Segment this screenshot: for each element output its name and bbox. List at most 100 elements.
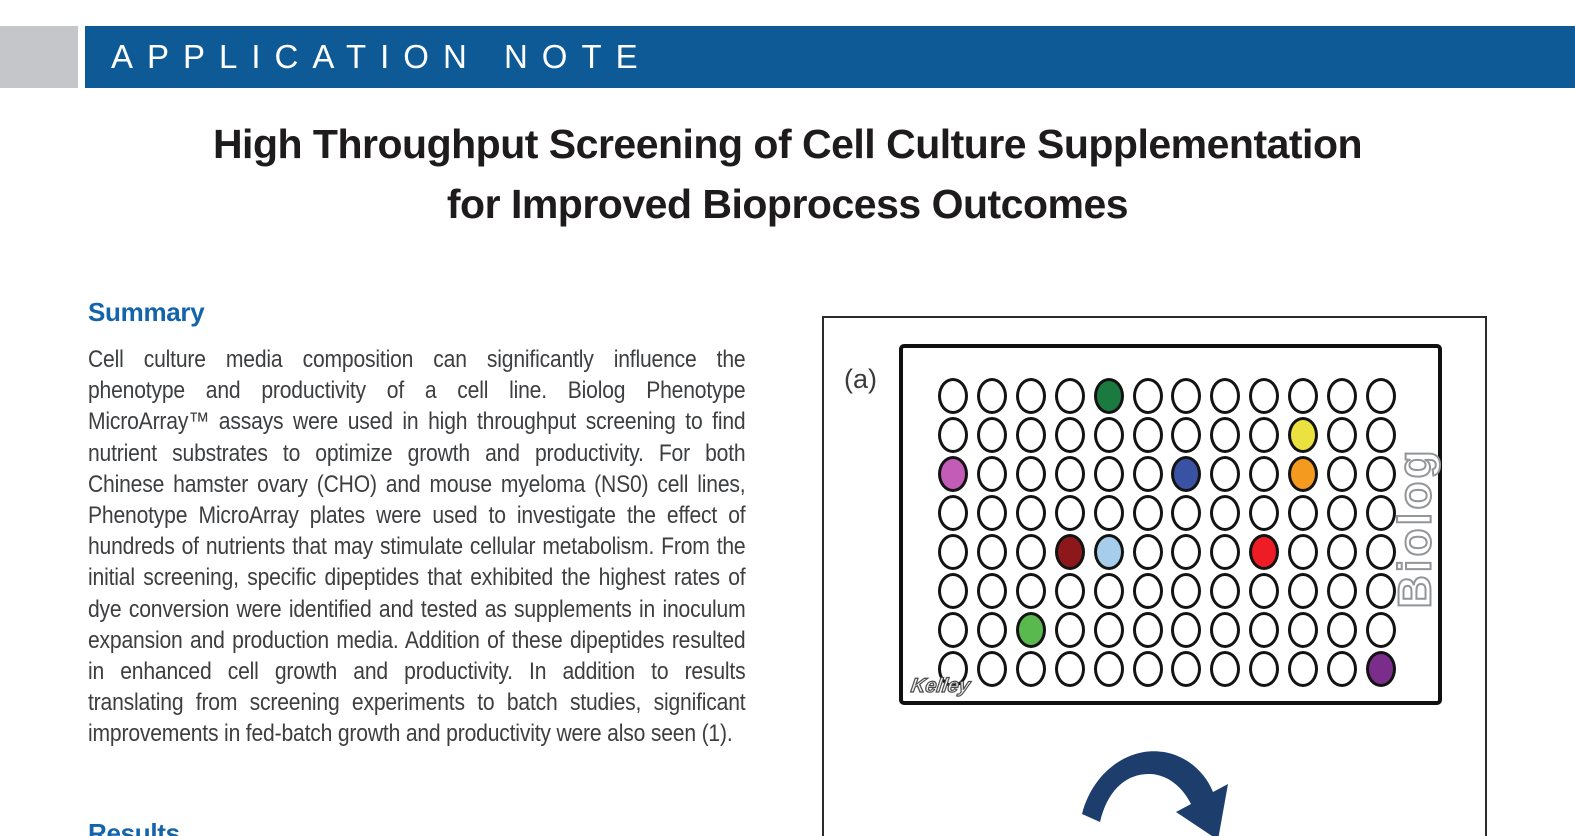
- plate-well: [1288, 651, 1319, 687]
- plate-well: [1132, 495, 1163, 531]
- page-title-line2: for Improved Bioprocess Outcomes: [446, 181, 1129, 227]
- plate-well: [1171, 651, 1202, 687]
- summary-heading: Summary: [88, 296, 205, 327]
- plate-well: [1365, 534, 1396, 570]
- curved-arrow-icon: [1082, 751, 1228, 836]
- page-title-line1: High Throughput Screening of Cell Cultur…: [212, 121, 1363, 167]
- plate-well: [1288, 417, 1319, 453]
- plate-well: [1093, 573, 1124, 609]
- plate-well: [1015, 573, 1046, 609]
- plate-well: [1327, 651, 1357, 687]
- plate-well: [1210, 534, 1241, 570]
- plate-well: [1249, 573, 1280, 609]
- plate-well: [1327, 417, 1357, 453]
- plate-well: [1132, 651, 1163, 687]
- plate-well: [938, 378, 968, 414]
- plate-well: [1015, 612, 1046, 648]
- plate-well: [938, 495, 968, 531]
- plate-well: [1210, 651, 1241, 687]
- plate-well: [938, 534, 968, 570]
- plate-well: [1365, 651, 1396, 687]
- plate-well: [1365, 612, 1396, 648]
- plate-brand-label: Biolog: [1388, 446, 1442, 609]
- plate-well: [1054, 378, 1085, 414]
- curved-arrow-path: [1082, 751, 1228, 836]
- plate-well: [1288, 573, 1319, 609]
- plate-well: [1365, 417, 1396, 453]
- plate-well: [938, 612, 968, 648]
- plate-well: [1365, 495, 1396, 531]
- plate-well: [1054, 651, 1085, 687]
- plate-well: [1093, 651, 1124, 687]
- plate-well: [1210, 573, 1241, 609]
- plate-well: [976, 378, 1007, 414]
- summary-paragraph: Cell culture media composition can signi…: [88, 346, 746, 748]
- plate-well: [1015, 456, 1046, 492]
- plate-well: [976, 612, 1007, 648]
- plate-well: [1171, 612, 1202, 648]
- plate-well: [1210, 378, 1241, 414]
- plate-well: [1249, 417, 1280, 453]
- header-label: APPLICATION NOTE: [111, 38, 652, 75]
- plate-watermark: Kelley: [909, 674, 972, 697]
- header-bar: APPLICATION NOTE: [85, 26, 1575, 88]
- plate-well: [1210, 612, 1241, 648]
- plate-well: [1171, 378, 1202, 414]
- plate-well: [1327, 378, 1357, 414]
- plate-well: [1132, 417, 1163, 453]
- plate-well: [1093, 378, 1124, 414]
- plate-well: [1327, 456, 1357, 492]
- plate-well: [1171, 573, 1202, 609]
- plate-well: [1171, 417, 1202, 453]
- plate-well: [1054, 573, 1085, 609]
- plate-well: [1288, 612, 1319, 648]
- plate-well: [1210, 495, 1241, 531]
- microplate: Biolog Kelley: [899, 344, 1442, 705]
- plate-well: [1249, 612, 1280, 648]
- plate-well: [938, 456, 968, 492]
- plate-well: [938, 417, 968, 453]
- plate-well: [1327, 495, 1357, 531]
- plate-well: [1327, 573, 1357, 609]
- plate-well: [1249, 534, 1280, 570]
- plate-well: [1249, 495, 1280, 531]
- plate-well: [1132, 573, 1163, 609]
- plate-well: [1093, 495, 1124, 531]
- plate-well: [1132, 612, 1163, 648]
- plate-well: [1132, 456, 1163, 492]
- plate-well: [1365, 573, 1396, 609]
- plate-well: [1365, 378, 1396, 414]
- plate-well: [1093, 456, 1124, 492]
- plate-well: [1054, 417, 1085, 453]
- plate-well: [1365, 456, 1396, 492]
- plate-well: [1015, 495, 1046, 531]
- plate-well: [1171, 495, 1202, 531]
- plate-well: [1015, 534, 1046, 570]
- plate-well: [1054, 456, 1085, 492]
- plate-well: [1093, 534, 1124, 570]
- header-accent-square: [0, 26, 78, 88]
- page-title: High Throughput Screening of Cell Cultur…: [0, 114, 1575, 234]
- plate-well: [1249, 651, 1280, 687]
- plate-well: [1015, 378, 1046, 414]
- plate-well: [1093, 417, 1124, 453]
- plate-well: [938, 651, 968, 687]
- plate-well: [1132, 534, 1163, 570]
- plate-well: [1210, 456, 1241, 492]
- plate-well: [1171, 534, 1202, 570]
- plate-well: [1054, 612, 1085, 648]
- figure-panel: (a) Biolog Kelley: [822, 316, 1487, 836]
- plate-well: [1054, 495, 1085, 531]
- plate-well: [1327, 534, 1357, 570]
- plate-well: [1132, 378, 1163, 414]
- plate-well: [1249, 378, 1280, 414]
- plate-well: [1054, 534, 1085, 570]
- plate-well: [938, 573, 968, 609]
- plate-well: [1288, 495, 1319, 531]
- plate-well: [1288, 534, 1319, 570]
- figure-panel-label: (a): [844, 364, 877, 394]
- plate-well: [976, 573, 1007, 609]
- plate-well: [1249, 456, 1280, 492]
- plate-well: [1093, 612, 1124, 648]
